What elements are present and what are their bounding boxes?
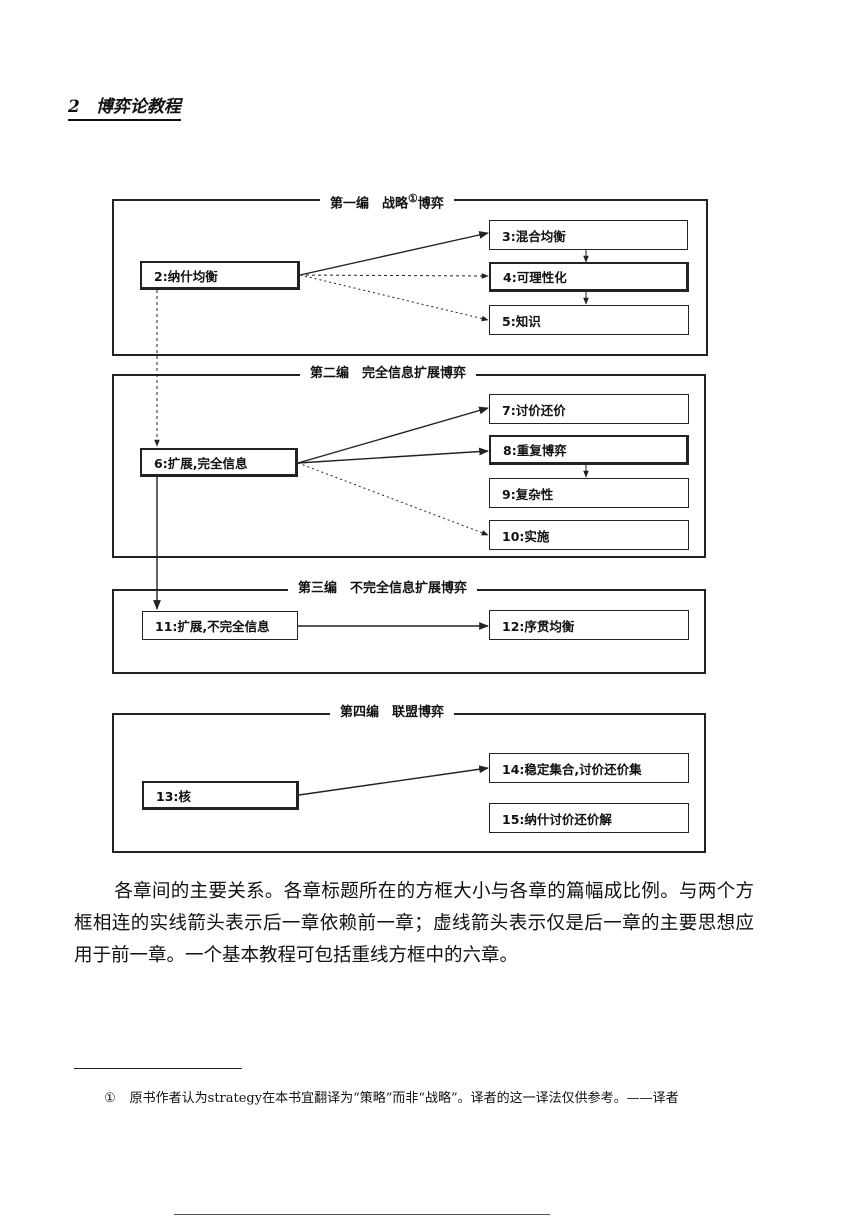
link-2-5 xyxy=(299,274,489,322)
chapter-11-box: 11:扩展,不完全信息 xyxy=(142,611,298,640)
bottom-rule xyxy=(174,1214,550,1215)
chapter-8-box: 8:重复博弈 xyxy=(489,435,689,465)
chapter-12-box: 12:序贯均衡 xyxy=(489,610,689,640)
link-13-14 xyxy=(298,765,489,796)
chapter-9-box: 9:复杂性 xyxy=(489,478,689,508)
chapter-15-box: 15:纳什讨价还价解 xyxy=(489,803,689,833)
page-number: 2 xyxy=(68,97,80,117)
book-title: 博弈论教程 xyxy=(95,97,181,117)
footnote-text: 原书作者认为strategy在本书宜翻译为“策略”而非“战略”。译者的这一译法仅… xyxy=(129,1091,679,1106)
part-4-title: 第四编 联盟博弈 xyxy=(330,705,455,721)
link-6-8 xyxy=(297,447,489,464)
link-2-4 xyxy=(299,273,489,279)
chapter-10-box: 10:实施 xyxy=(489,520,689,550)
footnote: ① 原书作者认为strategy在本书宜翻译为“策略”而非“战略”。译者的这一译法… xyxy=(74,1086,754,1112)
chapter-13-box: 13:核 xyxy=(142,781,299,810)
link-6-10 xyxy=(297,462,489,536)
part-3-title: 第三编 不完全信息扩展博弈 xyxy=(288,581,478,597)
chapter-5-box: 5:知识 xyxy=(489,305,689,335)
footnote-ref: ① xyxy=(408,192,418,205)
chapter-7-box: 7:讨价还价 xyxy=(489,394,689,424)
link-2-3 xyxy=(299,231,489,276)
caption-text: 各章间的主要关系。各章标题所在的方框大小与各章的篇幅成比例。与两个方框相连的实线… xyxy=(74,881,754,966)
footnote-rule xyxy=(74,1068,242,1069)
chapter-4-box: 4:可理性化 xyxy=(489,262,689,292)
chapter-14-box: 14:稳定集合,讨价还价集 xyxy=(489,753,689,783)
part-1-title: 第一编 战略①博弈 xyxy=(320,191,454,213)
chapter-2-box: 2:纳什均衡 xyxy=(140,261,300,290)
figure-caption: 各章间的主要关系。各章标题所在的方框大小与各章的篇幅成比例。与两个方框相连的实线… xyxy=(74,876,754,972)
part-2-title: 第二编 完全信息扩展博弈 xyxy=(300,366,477,382)
footnote-mark: ① xyxy=(104,1091,116,1106)
link-6-7 xyxy=(297,406,489,464)
chapter-3-box: 3:混合均衡 xyxy=(489,220,688,250)
running-header: 2 博弈论教程 xyxy=(68,92,181,121)
chapter-6-box: 6:扩展,完全信息 xyxy=(140,448,298,477)
